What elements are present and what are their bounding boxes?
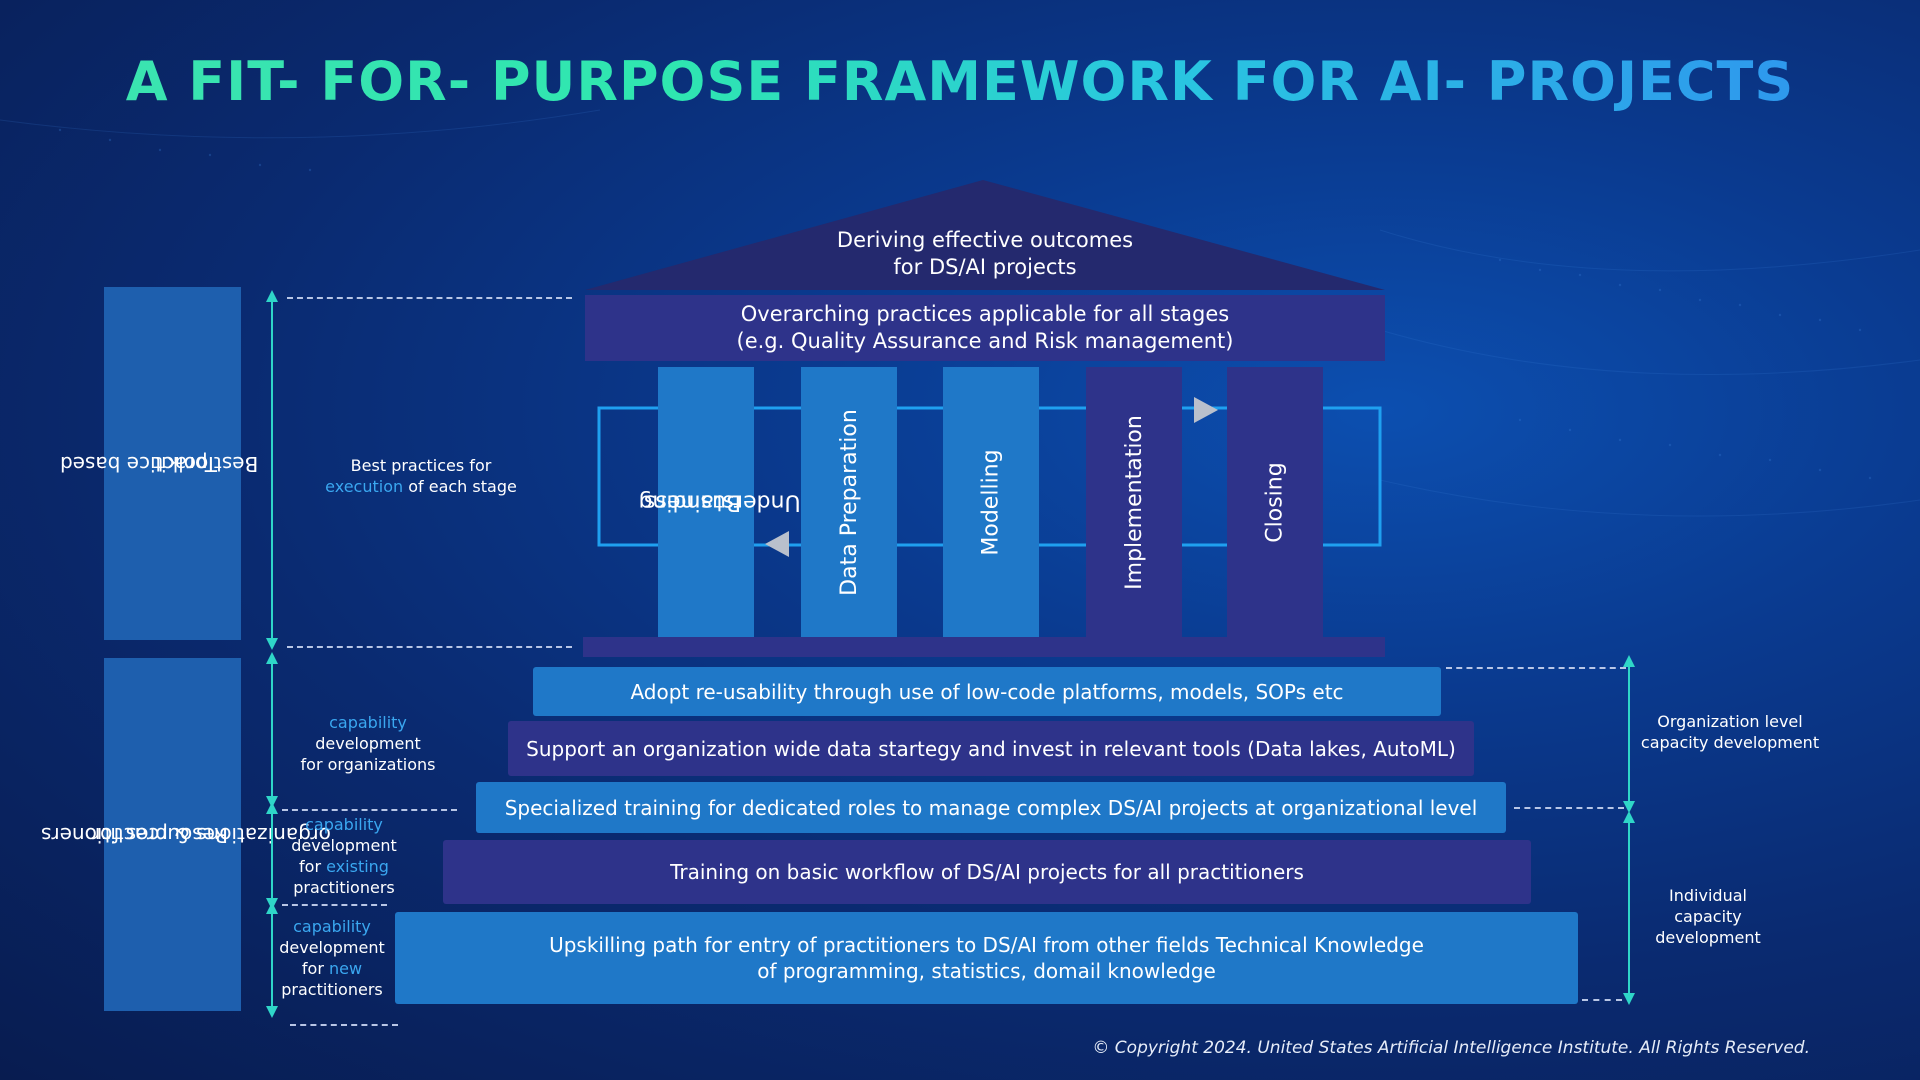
overarching-line2: (e.g. Quality Assurance and Risk managem… — [736, 329, 1234, 353]
step-specialized-training: Specialized training for dedicated roles… — [476, 782, 1506, 833]
step-upskilling-line1: Upskilling path for entry of practitione… — [549, 933, 1424, 957]
annotation-ind-line1: Individual — [1669, 886, 1747, 905]
annotation-ind-line2: capacity — [1674, 907, 1742, 926]
roof-caption: Deriving effective outcomes for DS/AI pr… — [700, 226, 1270, 282]
pillar-business-line2: Understanding — [638, 489, 801, 515]
pillar-closing-label: Closing — [1262, 461, 1288, 543]
roof-line2: for DS/AI projects — [893, 255, 1077, 279]
guide-line-toolkit-bottom — [287, 646, 572, 648]
annotation-cap-new-pre3: for — [301, 959, 329, 978]
annotation-cap-new-line4: practitioners — [281, 980, 383, 999]
guide-line-existing-bottom — [282, 904, 387, 906]
annotation-cap-existing-word: existing — [326, 857, 389, 876]
roof-line1: Deriving effective outcomes — [836, 228, 1134, 252]
step-reusability-text: Adopt re-usability through use of low-co… — [630, 679, 1344, 704]
overarching-line1: Overarching practices applicable for all… — [740, 302, 1230, 326]
roof-triangle — [585, 180, 1385, 290]
pillar-implementation-label: Implementation — [1121, 414, 1147, 590]
annotation-individual-capacity: Individual capacity development — [1640, 885, 1776, 948]
step-reusability: Adopt re-usability through use of low-co… — [533, 667, 1441, 716]
annotation-execution-highlight: execution — [325, 477, 404, 496]
step-data-strategy-text: Support an organization wide data starte… — [526, 736, 1456, 761]
annotation-capability-new: capability development for new practitio… — [272, 916, 392, 1000]
annotation-best-practices: Best practices for execution of each sta… — [302, 455, 540, 497]
annotation-cap-new-word: new — [329, 959, 363, 978]
annotation-ind-line3: development — [1655, 928, 1761, 947]
annotation-cap-org-line3: for organizations — [300, 755, 436, 774]
step-basic-workflow-text: Training on basic workflow of DS/AI proj… — [670, 860, 1304, 884]
pillar-modelling-label: Modelling — [978, 448, 1004, 556]
annotation-best-practices-line2: of each stage — [403, 477, 517, 496]
pillar-modelling: Modelling — [943, 367, 1039, 637]
guide-line-org-bottom — [282, 809, 457, 811]
step-upskilling-path: Upskilling path for entry of practitione… — [395, 912, 1578, 1004]
annotation-cap-existing-highlight: capability — [305, 815, 383, 834]
pillar-closing: Closing — [1227, 367, 1323, 637]
step-basic-workflow: Training on basic workflow of DS/AI proj… — [443, 840, 1531, 904]
right-span-arrows — [1623, 655, 1635, 1005]
annotation-org-line2: capacity development — [1640, 733, 1820, 752]
guide-line-right-top — [1446, 667, 1626, 669]
annotation-org-line1: Organization level — [1657, 712, 1803, 731]
pillar-implementation: Implementation — [1086, 367, 1182, 637]
guide-line-right-bottom — [1582, 999, 1622, 1001]
cycle-arrow-left-icon — [765, 531, 789, 557]
annotation-cap-existing-pre3: for — [299, 857, 327, 876]
step-data-strategy: Support an organization wide data starte… — [508, 721, 1474, 776]
overarching-practices-beam: Overarching practices applicable for all… — [585, 295, 1385, 361]
page-title: A FIT- FOR- PURPOSE FRAMEWORK FOR AI- PR… — [0, 50, 1920, 113]
copyright-notice: © Copyright 2024. United States Artifici… — [1092, 1038, 1810, 1058]
pillar-data-preparation: Data Preparation — [801, 367, 897, 637]
pillar-data-preparation-label: Data Preparation — [836, 408, 862, 596]
annotation-cap-org-highlight: capability — [329, 713, 407, 732]
step-specialized-training-text: Specialized training for dedicated roles… — [504, 795, 1478, 820]
annotation-capability-org: capability development for organizations — [288, 712, 448, 775]
annotation-capability-existing: capability development for existing prac… — [284, 814, 404, 898]
step-upskilling-line2: of programming, statistics, domail knowl… — [757, 959, 1216, 983]
annotation-cap-new-highlight: capability — [293, 917, 371, 936]
left-span-arrows — [266, 290, 278, 1018]
guide-line-new-bottom — [290, 1024, 398, 1026]
temple-base — [583, 637, 1385, 657]
guide-line-toolkit-top — [287, 297, 572, 299]
annotation-org-capacity: Organization level capacity development — [1640, 711, 1820, 753]
guide-line-right-mid — [1514, 807, 1624, 809]
annotation-cap-existing-line2: development — [291, 836, 397, 855]
cycle-arrow-right-icon — [1194, 397, 1218, 423]
annotation-best-practices-line1: Best practices for — [350, 456, 492, 475]
annotation-cap-org-line2: development — [315, 734, 421, 753]
annotation-cap-new-line2: development — [279, 938, 385, 957]
annotation-cap-existing-line4: practitioners — [293, 878, 395, 897]
